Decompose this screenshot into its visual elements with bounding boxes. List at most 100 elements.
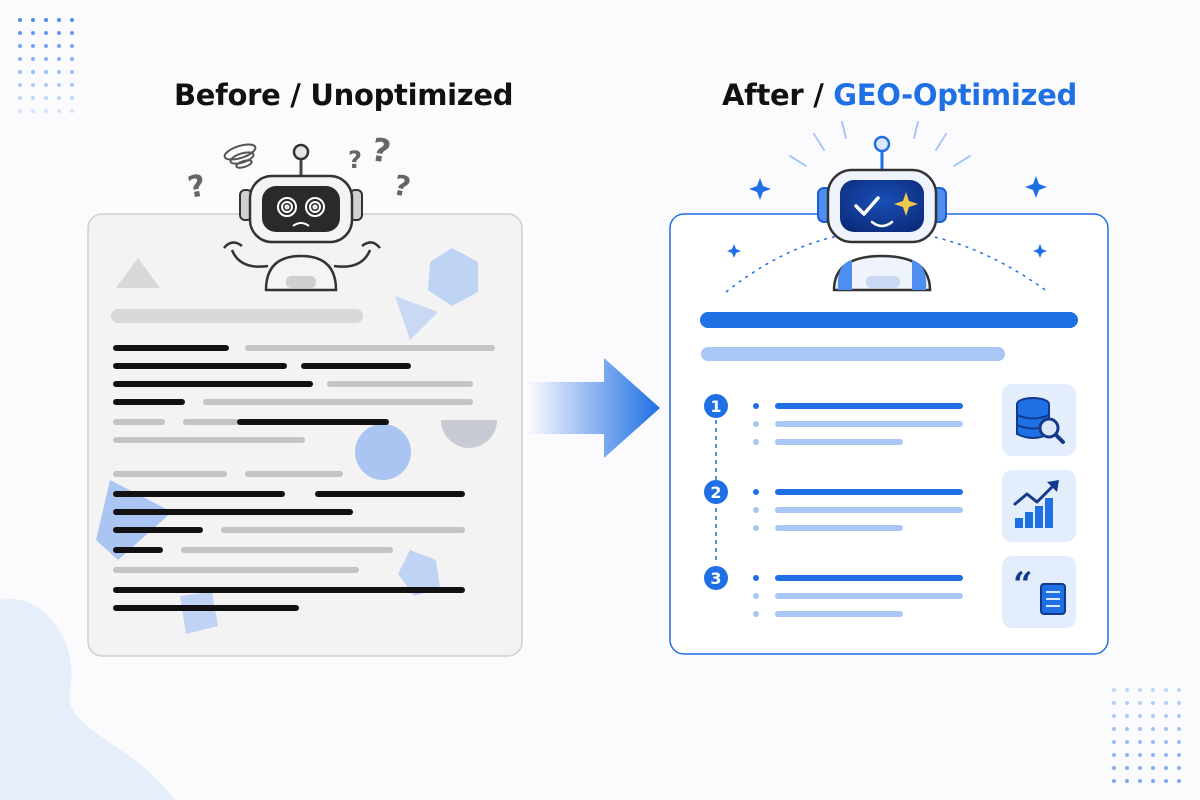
happy-robot-icon xyxy=(817,135,947,292)
decor-dot xyxy=(1164,766,1168,770)
transition-arrow-icon xyxy=(528,358,660,458)
decor-dot xyxy=(18,96,22,100)
dot-grid-bottom-right xyxy=(1112,688,1181,783)
decor-dot xyxy=(57,109,61,113)
decor-dot xyxy=(18,83,22,87)
decor-dot xyxy=(44,83,48,87)
decor-dot xyxy=(1164,701,1168,705)
decor-dot xyxy=(31,83,35,87)
before-title: Before / Unoptimized xyxy=(174,78,514,112)
decor-dot xyxy=(1177,753,1181,757)
decor-dot xyxy=(57,44,61,48)
decor-dot xyxy=(57,18,61,22)
decor-dot xyxy=(44,44,48,48)
decor-dot xyxy=(1164,727,1168,731)
bullet-dot xyxy=(753,593,759,599)
sparkle-icons xyxy=(727,176,1047,258)
decor-dot xyxy=(1164,714,1168,718)
step-number: 2 xyxy=(710,483,721,502)
decor-dot xyxy=(31,18,35,22)
decor-dot xyxy=(31,57,35,61)
decor-dot xyxy=(1138,753,1142,757)
decorative-blob xyxy=(0,598,175,800)
decor-dot xyxy=(70,44,74,48)
step-number-badge xyxy=(704,566,728,590)
decor-dot xyxy=(1151,714,1155,718)
decor-dot xyxy=(1125,701,1129,705)
bullet-dot xyxy=(753,611,759,617)
decor-dot xyxy=(70,31,74,35)
decor-dot xyxy=(1177,714,1181,718)
decor-dot xyxy=(1151,727,1155,731)
decor-dot xyxy=(44,57,48,61)
decor-dot xyxy=(1125,753,1129,757)
decor-dot xyxy=(1125,740,1129,744)
before-card xyxy=(87,213,523,657)
decor-dot xyxy=(1164,688,1168,692)
decor-dot xyxy=(1177,766,1181,770)
question-mark: ? xyxy=(185,168,208,205)
bullet-dot xyxy=(753,403,759,409)
decor-dot xyxy=(70,83,74,87)
decor-dot xyxy=(57,70,61,74)
scattered-shapes xyxy=(96,248,497,634)
after-title-prefix: After / xyxy=(722,78,834,112)
decor-dot xyxy=(18,57,22,61)
decor-dot xyxy=(57,31,61,35)
decor-dot xyxy=(44,109,48,113)
decor-dot xyxy=(1112,766,1116,770)
after-title: After / GEO-Optimized xyxy=(722,78,1077,112)
decor-dot xyxy=(31,70,35,74)
quote-document-icon: “ xyxy=(1002,556,1076,628)
decor-dot xyxy=(31,31,35,35)
bullet-dot xyxy=(753,525,759,531)
decor-dot xyxy=(1177,740,1181,744)
decor-dot xyxy=(1151,779,1155,783)
question-mark: ? xyxy=(348,146,362,174)
decor-dot xyxy=(1151,701,1155,705)
decor-dot xyxy=(31,109,35,113)
decor-dot xyxy=(1112,727,1116,731)
step-row: 1 xyxy=(704,384,1076,456)
decor-dot xyxy=(1138,727,1142,731)
decor-dot xyxy=(1177,688,1181,692)
decor-dot xyxy=(70,96,74,100)
decor-dot xyxy=(57,57,61,61)
decor-dot xyxy=(1138,688,1142,692)
decor-dot xyxy=(70,18,74,22)
bullet-dot xyxy=(753,489,759,495)
decor-dot xyxy=(18,31,22,35)
step-number-badge xyxy=(704,394,728,418)
decor-dot xyxy=(1138,779,1142,783)
step-row: 3“ xyxy=(704,556,1076,628)
decor-dot xyxy=(1125,714,1129,718)
dot-grid-top-left xyxy=(18,18,74,113)
decor-dot xyxy=(31,44,35,48)
question-mark: ? xyxy=(391,168,414,204)
decor-dot xyxy=(1177,701,1181,705)
bullet-dot xyxy=(753,575,759,581)
decor-dot xyxy=(1177,779,1181,783)
decor-dot xyxy=(44,96,48,100)
decor-dot xyxy=(70,57,74,61)
decor-dot xyxy=(1138,740,1142,744)
decor-dot xyxy=(1164,779,1168,783)
decor-dot xyxy=(1125,766,1129,770)
decor-dot xyxy=(70,70,74,74)
decor-dot xyxy=(1125,727,1129,731)
decor-dot xyxy=(1177,727,1181,731)
confused-robot-icon xyxy=(223,143,381,292)
decor-dot xyxy=(1138,766,1142,770)
decor-dot xyxy=(57,83,61,87)
bullet-dot xyxy=(753,439,759,445)
decor-dot xyxy=(57,96,61,100)
decor-dot xyxy=(44,18,48,22)
bullet-dot xyxy=(753,507,759,513)
decor-dot xyxy=(44,31,48,35)
decor-dot xyxy=(70,109,74,113)
growth-chart-icon xyxy=(1002,470,1076,542)
decor-dot xyxy=(31,96,35,100)
decor-dot xyxy=(1112,779,1116,783)
decor-dot xyxy=(18,44,22,48)
decor-dot xyxy=(1164,740,1168,744)
